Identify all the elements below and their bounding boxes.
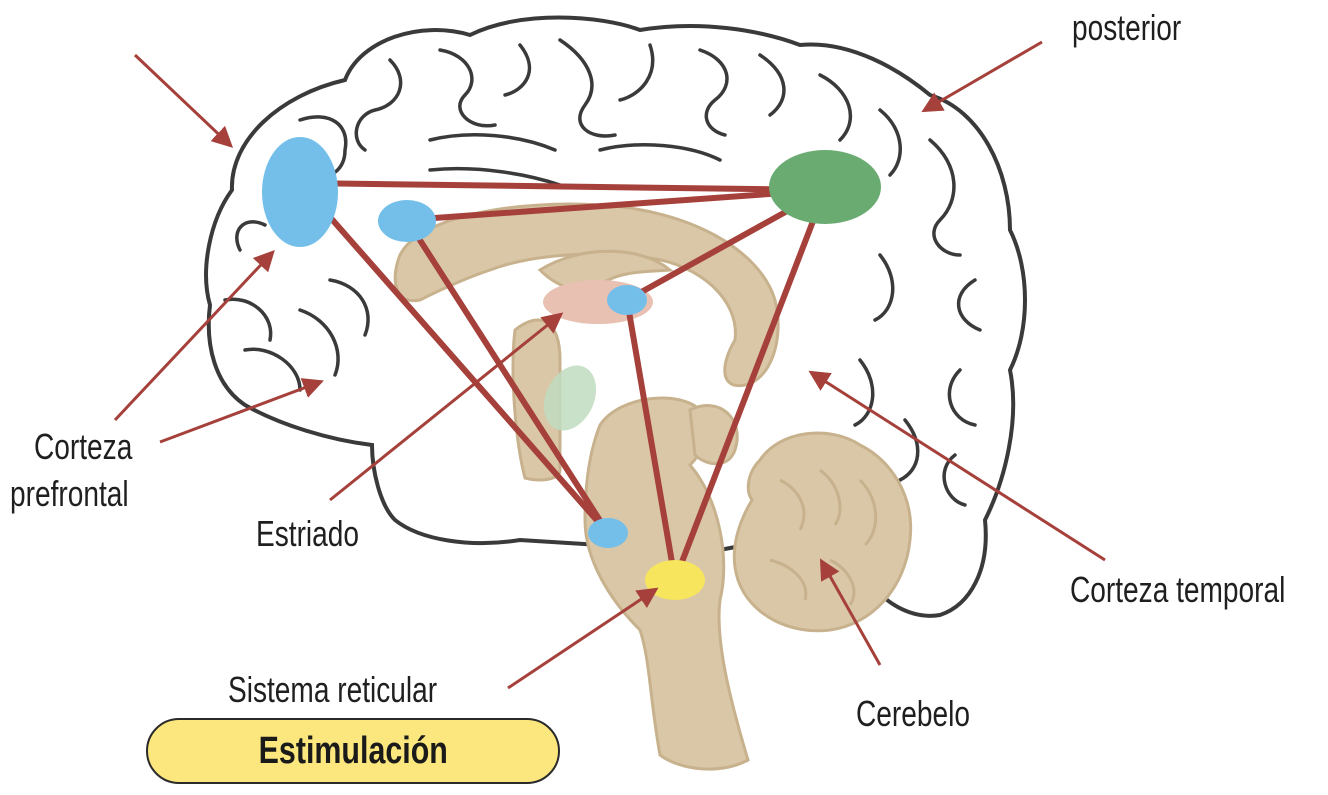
- node-prefrontal: [262, 137, 338, 247]
- node-posterior: [769, 150, 881, 224]
- node-striatum-blue: [607, 285, 647, 315]
- label-sistema-reticular: Sistema reticular: [228, 668, 437, 712]
- node-midbrain: [588, 518, 628, 548]
- arrow-icon: [135, 55, 230, 145]
- label-posterior: posterior: [1072, 6, 1181, 50]
- node-cingulate: [378, 200, 436, 242]
- estimulacion-label: Estimulación: [258, 730, 447, 773]
- label-estriado: Estriado: [256, 512, 359, 556]
- label-cerebelo: Cerebelo: [856, 692, 970, 736]
- arrow-icon: [925, 42, 1042, 110]
- node-reticular: [645, 560, 705, 600]
- label-corteza-prefrontal-line2: prefrontal: [10, 472, 129, 516]
- estimulacion-button[interactable]: Estimulación: [146, 718, 560, 784]
- cerebellum: [734, 433, 910, 631]
- label-corteza-prefrontal-line1: Corteza: [34, 425, 132, 469]
- label-corteza-temporal: Corteza temporal: [1070, 568, 1285, 612]
- arrow-icon: [508, 590, 655, 688]
